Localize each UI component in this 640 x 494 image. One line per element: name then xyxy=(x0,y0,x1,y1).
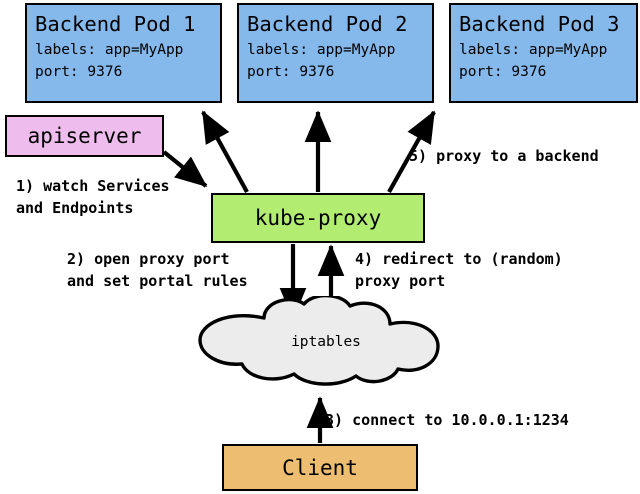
kube-proxy-label: kube-proxy xyxy=(254,206,382,230)
apiserver-label: apiserver xyxy=(27,124,142,148)
apiserver-node: apiserver xyxy=(5,115,164,157)
step-label-1: 1) watch Services and Endpoints xyxy=(16,177,170,217)
iptables-cloud: iptables xyxy=(186,293,466,390)
backend-pod-3: Backend Pod 3 labels: app=MyApp port: 93… xyxy=(449,3,638,103)
step-label-5: 5) proxy to a backend xyxy=(409,147,599,165)
backend-pod-2: Backend Pod 2 labels: app=MyApp port: 93… xyxy=(237,3,434,103)
backend-pod-1: Backend Pod 1 labels: app=MyApp port: 93… xyxy=(25,3,222,103)
arrow-kubeproxy-to-pod3 xyxy=(387,110,436,194)
pod-title: Backend Pod 3 xyxy=(459,12,620,36)
client-label: Client xyxy=(282,455,358,480)
step-label-3: 3) connect to 10.0.0.1:1234 xyxy=(325,411,569,429)
cloud-shape xyxy=(198,293,440,386)
pod-port: port: 9376 xyxy=(459,64,547,80)
step-label-2: 2) open proxy port and set portal rules xyxy=(67,250,248,290)
pod-port: port: 9376 xyxy=(35,64,123,80)
pod-labels: labels: app=MyApp xyxy=(35,42,184,58)
arrow-kubeproxy-to-pod1 xyxy=(201,110,249,194)
pod-port: port: 9376 xyxy=(247,64,335,80)
arrow-apiserver-to-kubeproxy xyxy=(162,150,208,188)
pod-labels: labels: app=MyApp xyxy=(247,42,396,58)
pod-labels: labels: app=MyApp xyxy=(459,42,608,58)
step-label-4: 4) redirect to (random) proxy port xyxy=(355,250,563,290)
client-node: Client xyxy=(222,444,418,491)
pod-title: Backend Pod 2 xyxy=(247,12,408,36)
kube-proxy-node: kube-proxy xyxy=(211,193,425,243)
pod-title: Backend Pod 1 xyxy=(35,12,196,36)
iptables-label: iptables xyxy=(291,334,361,350)
